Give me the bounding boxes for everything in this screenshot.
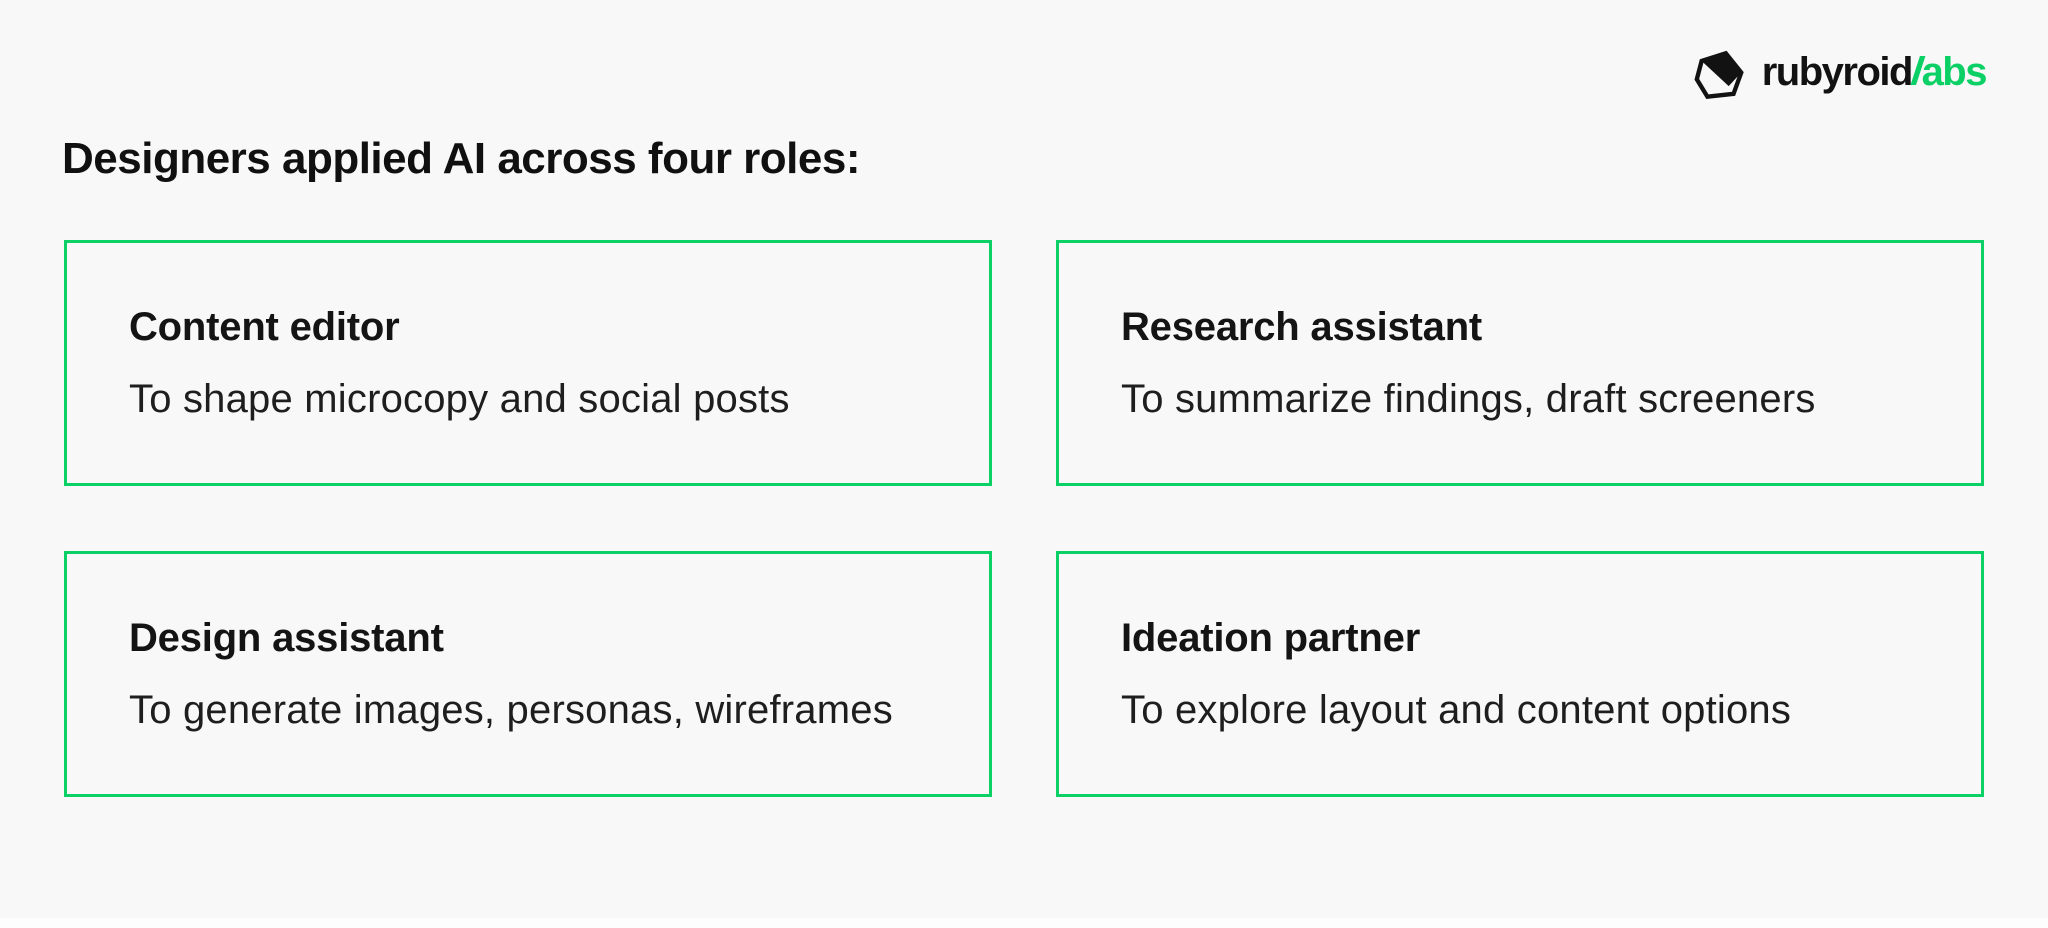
card-description: To explore layout and content options — [1121, 688, 1792, 732]
bottom-edge-strip — [0, 918, 2048, 928]
card-title: Content editor — [129, 305, 400, 349]
card-title: Ideation partner — [1121, 616, 1421, 660]
brand-logo: rubyroidlabs — [1691, 46, 1988, 102]
roles-grid: Content editor To shape microcopy and so… — [64, 240, 1984, 797]
brand-name-green-rest: abs — [1921, 50, 1988, 94]
card-ideation-partner: Ideation partner To explore layout and c… — [1056, 551, 1984, 797]
card-description: To shape microcopy and social posts — [129, 377, 790, 421]
brand-name-black: rubyroid — [1761, 50, 1914, 94]
card-title: Research assistant — [1121, 305, 1483, 349]
page-title: Designers applied AI across four roles: — [62, 134, 861, 183]
card-description: To summarize findings, draft screeners — [1121, 377, 1816, 421]
card-content-editor: Content editor To shape microcopy and so… — [64, 240, 992, 486]
card-title: Design assistant — [129, 616, 444, 660]
brand-name: rubyroidlabs — [1761, 50, 1988, 96]
card-research-assistant: Research assistant To summarize findings… — [1056, 240, 1984, 486]
card-description: To generate images, personas, wireframes — [129, 688, 893, 732]
card-design-assistant: Design assistant To generate images, per… — [64, 551, 992, 797]
ruby-gem-icon — [1691, 46, 1749, 102]
